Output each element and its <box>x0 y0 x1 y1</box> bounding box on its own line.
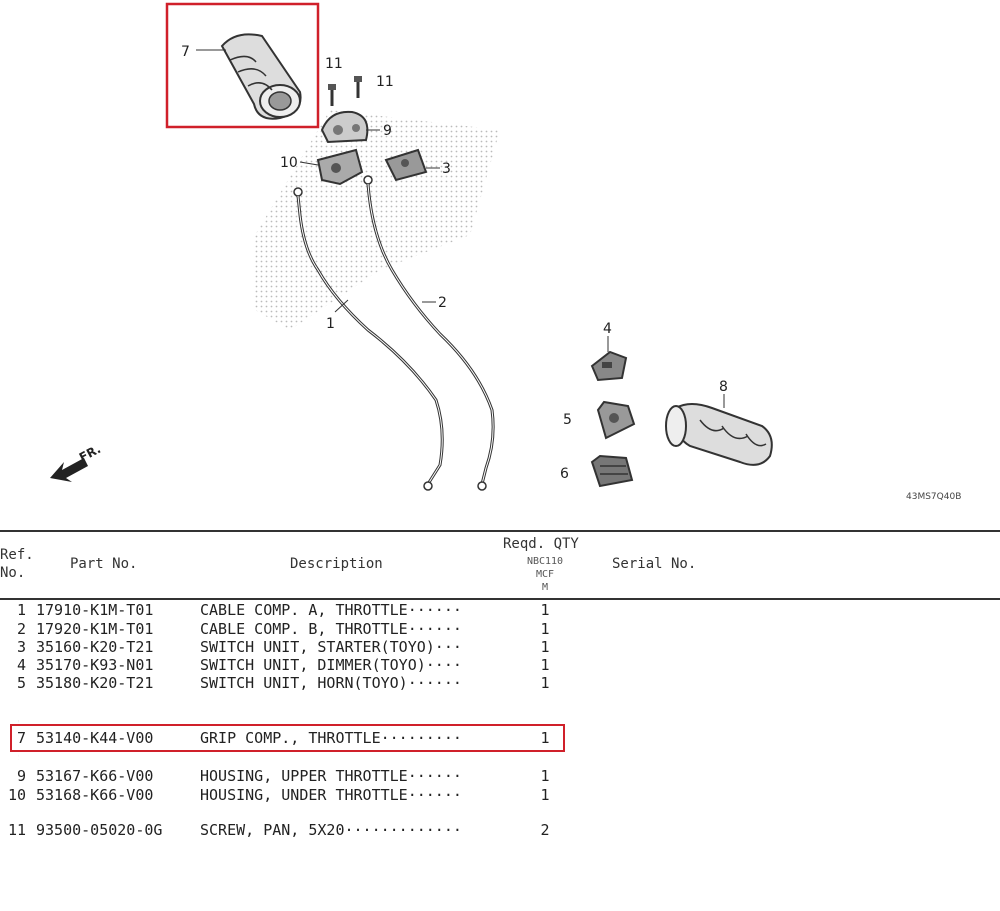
table-row: 2 17920-K1M-T01 CABLE COMP. B, THROTTLE·… <box>0 620 550 638</box>
lower-housing-part <box>316 148 364 186</box>
row-part-no: 35170-K93-N01 <box>36 656 154 674</box>
callout-2: 2 <box>438 295 447 311</box>
table-row: 10 53168-K66-V00 HOUSING, UNDER THROTTLE… <box>0 786 550 804</box>
row-description: HOUSING, UNDER THROTTLE······ <box>200 786 462 804</box>
starter-switch-part <box>384 148 428 182</box>
callout-8: 8 <box>719 379 728 395</box>
callout-11-left: 11 <box>325 56 343 72</box>
throttle-cable-b-part <box>363 175 495 491</box>
row-qty: 1 <box>540 750 550 768</box>
row-description: HOUSING, UPPER THROTTLE······ <box>200 767 462 785</box>
highlight-box-grip-7 <box>165 2 320 129</box>
row-part-no: 53168-K66-V00 <box>36 786 154 804</box>
callout-11-right: 11 <box>376 74 394 90</box>
screw-part <box>328 76 362 106</box>
callout-3: 3 <box>442 161 451 177</box>
row-qty: 1 <box>540 656 550 674</box>
row-description: SWITCH UNIT, HORN(TOYO)······ <box>200 674 462 692</box>
callout-6: 6 <box>560 466 569 482</box>
callout-10: 10 <box>280 155 298 171</box>
handlebar-stipple <box>255 110 500 330</box>
table-row: 1 17910-K1M-T01 CABLE COMP. A, THROTTLE·… <box>0 601 550 619</box>
table-row: 9 53167-K66-V00 HOUSING, UPPER THROTTLE·… <box>0 767 550 785</box>
callout-1: 1 <box>326 316 335 332</box>
header-reqd-qty: Reqd. QTY <box>503 536 579 552</box>
row-ref: 8 <box>16 750 26 768</box>
table-row-partially-hidden: 8 53166-KWB-600 GRIP, L. HANDLE·········… <box>0 750 18 760</box>
drawing-code: 43MS7Q40B <box>906 492 961 502</box>
row-part-no: 93500-05020-0G <box>36 821 163 839</box>
row-qty: 1 <box>540 767 550 785</box>
row-part-no: 53140-K44-V00 <box>36 729 154 747</box>
row-qty: 2 <box>540 821 550 839</box>
highlight-box-row-7 <box>10 724 565 752</box>
row-qty: 1 <box>540 674 550 692</box>
winker-switch-part <box>590 454 634 488</box>
row-ref: 1 <box>16 601 26 619</box>
row-description: CABLE COMP. B, THROTTLE······ <box>200 620 462 638</box>
row-description: CABLE COMP. A, THROTTLE······ <box>200 601 462 619</box>
upper-housing-part <box>320 110 369 144</box>
horn-switch-part <box>596 400 636 440</box>
dimmer-switch-part <box>590 350 628 382</box>
parts-diagram: 7 11 11 9 10 3 1 2 4 5 6 8 FR. 43MS7Q40B <box>50 2 961 502</box>
row-part-no: 35180-K20-T21 <box>36 674 154 692</box>
row-ref: 10 <box>7 786 26 804</box>
row-part-no: 17910-K1M-T01 <box>36 601 154 619</box>
left-grip-part <box>665 403 773 466</box>
table-row: 3 35160-K20-T21 SWITCH UNIT, STARTER(TOY… <box>0 638 550 656</box>
table-header-rule <box>0 598 1000 600</box>
row-description: GRIP COMP., THROTTLE········· <box>200 729 462 747</box>
row-qty: 1 <box>540 601 550 619</box>
table-row-highlighted: 7 53140-K44-V00 GRIP COMP., THROTTLE····… <box>0 729 550 747</box>
row-qty: 1 <box>540 786 550 804</box>
row-qty: 1 <box>540 729 550 747</box>
row-description: GRIP, L. HANDLE·············· <box>200 750 462 768</box>
table-row: 4 35170-K93-N01 SWITCH UNIT, DIMMER(TOYO… <box>0 656 550 674</box>
header-model-code: NBC110 <box>526 556 564 567</box>
header-ref-no: Ref. No. <box>0 547 34 581</box>
row-ref: 4 <box>16 656 26 674</box>
row-ref: 2 <box>16 620 26 638</box>
header-model-variant: M <box>541 582 549 593</box>
row-part-no: 17920-K1M-T01 <box>36 620 154 638</box>
row-qty: 1 <box>540 638 550 656</box>
row-ref: 11 <box>7 821 26 839</box>
header-description: Description <box>290 556 383 572</box>
row-part-no: 53166-KWB-600 <box>36 750 154 768</box>
front-arrow-icon <box>50 458 88 482</box>
throttle-cable-a-part <box>293 187 444 491</box>
row-ref: 7 <box>16 729 26 747</box>
row-description: SWITCH UNIT, DIMMER(TOYO)···· <box>200 656 462 674</box>
callout-9: 9 <box>383 123 392 139</box>
header-serial-no: Serial No. <box>612 556 697 572</box>
callout-5: 5 <box>563 412 572 428</box>
table-row: 11 93500-05020-0G SCREW, PAN, 5X20······… <box>0 821 550 839</box>
row-ref: 5 <box>16 674 26 692</box>
front-label: FR. <box>77 442 103 465</box>
row-qty: 1 <box>540 620 550 638</box>
callout-leader-10 <box>299 161 319 166</box>
table-row: 5 35180-K20-T21 SWITCH UNIT, HORN(TOYO)·… <box>0 674 550 692</box>
row-part-no: 53167-K66-V00 <box>36 767 154 785</box>
row-ref: 3 <box>16 638 26 656</box>
header-model-type: MCF <box>535 569 555 580</box>
row-ref: 9 <box>16 767 26 785</box>
table-top-rule <box>0 530 1000 532</box>
row-description: SCREW, PAN, 5X20············· <box>200 821 462 839</box>
callout-4: 4 <box>603 321 612 337</box>
throttle-grip-part <box>220 33 302 120</box>
callout-leader-1 <box>334 299 349 313</box>
row-part-no: 35160-K20-T21 <box>36 638 154 656</box>
row-description: SWITCH UNIT, STARTER(TOYO)··· <box>200 638 462 656</box>
header-part-no: Part No. <box>70 556 138 572</box>
callout-7: 7 <box>181 44 190 60</box>
